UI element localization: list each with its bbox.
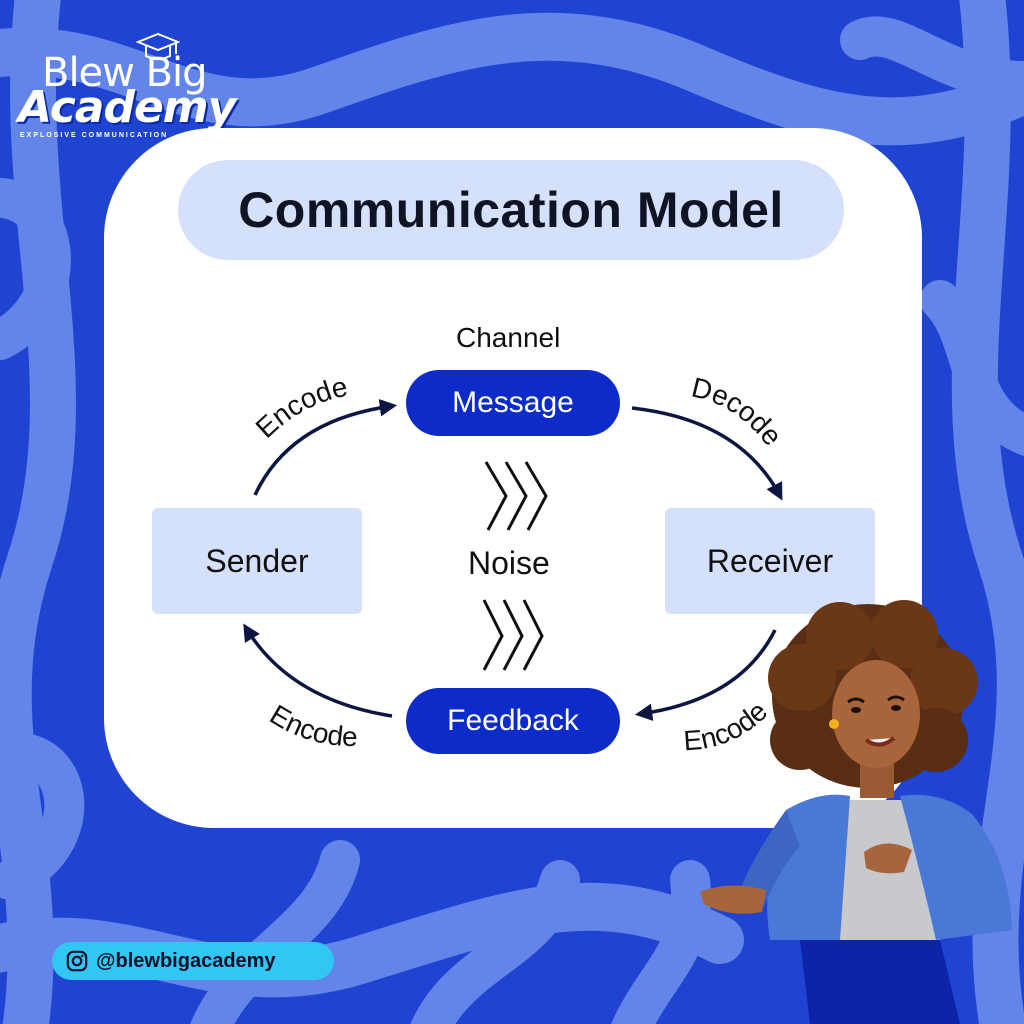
feedback-node: Feedback bbox=[406, 688, 620, 754]
sender-node: Sender bbox=[152, 508, 362, 614]
receiver-node: Receiver bbox=[665, 508, 875, 614]
page-title: Communication Model bbox=[238, 182, 784, 238]
message-node: Message bbox=[406, 370, 620, 436]
noise-label: Noise bbox=[468, 545, 550, 581]
social-handle-text: @blewbigacademy bbox=[96, 949, 276, 972]
woman-illustration bbox=[700, 600, 1012, 1024]
channel-label: Channel bbox=[456, 322, 561, 353]
social-handle-badge[interactable]: @blewbigacademy bbox=[52, 942, 334, 980]
graduation-cap-icon bbox=[136, 32, 180, 60]
brand-logo: Blew Big Academy EXPLOSIVE COMMUNICATION bbox=[18, 30, 236, 139]
instagram-icon bbox=[66, 950, 88, 972]
brand-name-top: Blew Big bbox=[42, 50, 208, 96]
title-pill: Communication Model bbox=[178, 160, 844, 260]
brand-tagline: EXPLOSIVE COMMUNICATION bbox=[20, 132, 169, 139]
brand-name-bottom: Academy bbox=[18, 82, 236, 133]
